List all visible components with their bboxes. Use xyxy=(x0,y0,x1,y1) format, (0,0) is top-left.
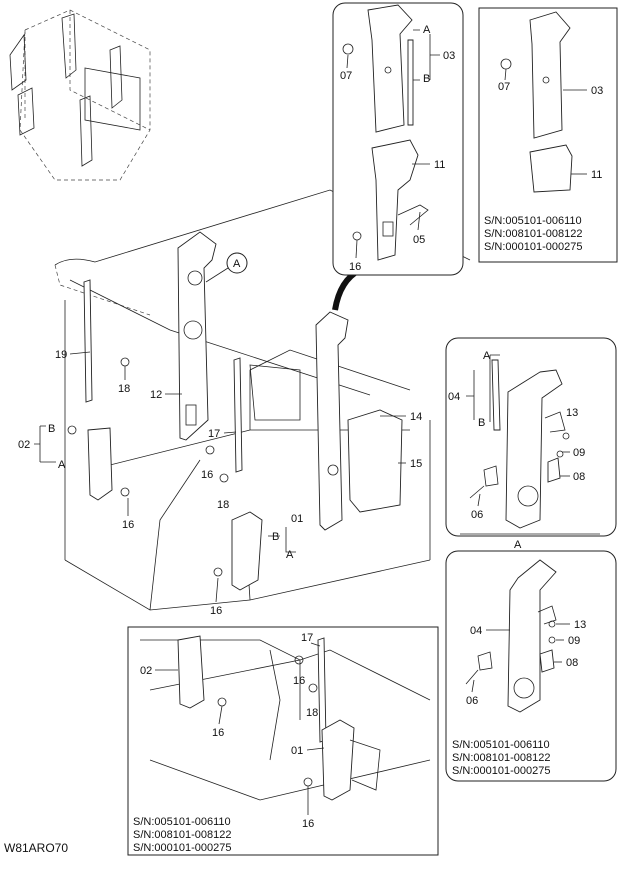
lr-serial-3: S/N:000101-000275 xyxy=(452,765,550,777)
main-labels: A 19 18 12 02 B A 16 17 16 18 01 B A 16 … xyxy=(18,252,422,617)
tr-serial-2: S/N:008101-008122 xyxy=(484,228,582,240)
label-12: 12 xyxy=(150,389,162,401)
pillar-01 xyxy=(231,511,263,591)
bb-serial-2: S/N:008101-008122 xyxy=(133,829,231,841)
detail-box-low-right: 04 13 09 08 06 S/N:005101-006110 S/N:008… xyxy=(445,550,617,782)
strip-17 xyxy=(233,357,243,473)
detail-box-top-center: A B 03 07 11 05 16 xyxy=(332,2,464,276)
tc-label-16: 16 xyxy=(349,261,361,273)
detail-box-bottom: 17 02 16 16 18 01 16 S/N:005101-006110 S… xyxy=(127,626,439,856)
tr-serial-3: S/N:000101-000275 xyxy=(484,241,582,253)
label-18: 18 xyxy=(118,383,130,395)
bb-serial-1: S/N:005101-006110 xyxy=(133,816,231,828)
pillar-right xyxy=(315,311,349,531)
bb-label-16-b: 16 xyxy=(293,675,305,687)
label-16-b: 16 xyxy=(201,469,213,481)
bb-label-18: 18 xyxy=(306,707,318,719)
bb-label-02: 02 xyxy=(140,665,152,677)
panel-14-15 xyxy=(347,409,403,513)
mr-label-06: 06 xyxy=(471,509,483,521)
label-14: 14 xyxy=(410,411,422,423)
lr-label-13: 13 xyxy=(574,619,586,631)
label-17: 17 xyxy=(208,428,220,440)
label-02-a: A xyxy=(58,459,66,471)
lr-label-09: 09 xyxy=(568,635,580,647)
label-01-a: A xyxy=(286,549,294,561)
mr-label-b: B xyxy=(478,417,485,429)
label-01: 01 xyxy=(291,513,303,525)
label-02: 02 xyxy=(18,439,30,451)
lr-label-04: 04 xyxy=(470,625,482,637)
detail-a-callout xyxy=(226,252,248,274)
strip-19 xyxy=(83,279,93,403)
bb-label-16-c: 16 xyxy=(302,818,314,830)
pillar-12 xyxy=(177,231,217,441)
lr-label-06: 06 xyxy=(466,695,478,707)
tr-label-11: 11 xyxy=(591,169,602,181)
lr-label-08: 08 xyxy=(566,657,578,669)
bb-serial-3: S/N:000101-000275 xyxy=(133,842,231,854)
label-02-b: B xyxy=(48,423,55,435)
detail-box-top-right: 07 03 11 S/N:005101-006110 S/N:008101-00… xyxy=(478,7,618,263)
label-16-a: 16 xyxy=(122,519,134,531)
mr-label-04: 04 xyxy=(448,391,460,403)
label-01-b: B xyxy=(272,531,279,543)
cab-overview-thumbnail xyxy=(9,9,151,181)
detail-box-mid-right: A 04 B 13 09 08 06 A xyxy=(445,337,617,551)
mr-label-13: 13 xyxy=(566,407,578,419)
label-18-b: 18 xyxy=(217,499,229,511)
detail-a-marker: A xyxy=(233,258,241,270)
tr-label-07: 07 xyxy=(498,81,510,93)
bb-label-17: 17 xyxy=(301,632,313,644)
lr-serial-2: S/N:008101-008122 xyxy=(452,752,550,764)
tc-label-05: 05 xyxy=(413,234,425,246)
mr-label-a-bottom: A xyxy=(514,539,522,551)
tr-label-03: 03 xyxy=(591,85,603,97)
tr-serial-1: S/N:005101-006110 xyxy=(484,215,582,227)
bb-label-16-a: 16 xyxy=(212,727,224,739)
mr-label-09: 09 xyxy=(573,447,585,459)
tc-label-a: A xyxy=(423,24,431,36)
label-15: 15 xyxy=(410,458,422,470)
bb-label-01: 01 xyxy=(291,745,303,757)
mr-label-a-top: A xyxy=(483,350,491,362)
label-16-c: 16 xyxy=(210,605,222,617)
label-19: 19 xyxy=(55,349,67,361)
main-cab-assembly xyxy=(54,189,471,611)
tc-label-b: B xyxy=(423,73,430,85)
tc-label-11: 11 xyxy=(434,159,445,171)
tc-label-07: 07 xyxy=(340,70,352,82)
drawing-code: W81ARO70 xyxy=(4,841,68,855)
lr-serial-1: S/N:005101-006110 xyxy=(452,739,550,751)
mr-label-08: 08 xyxy=(573,471,585,483)
pillar-02 xyxy=(87,427,113,501)
tc-label-03: 03 xyxy=(443,50,455,62)
